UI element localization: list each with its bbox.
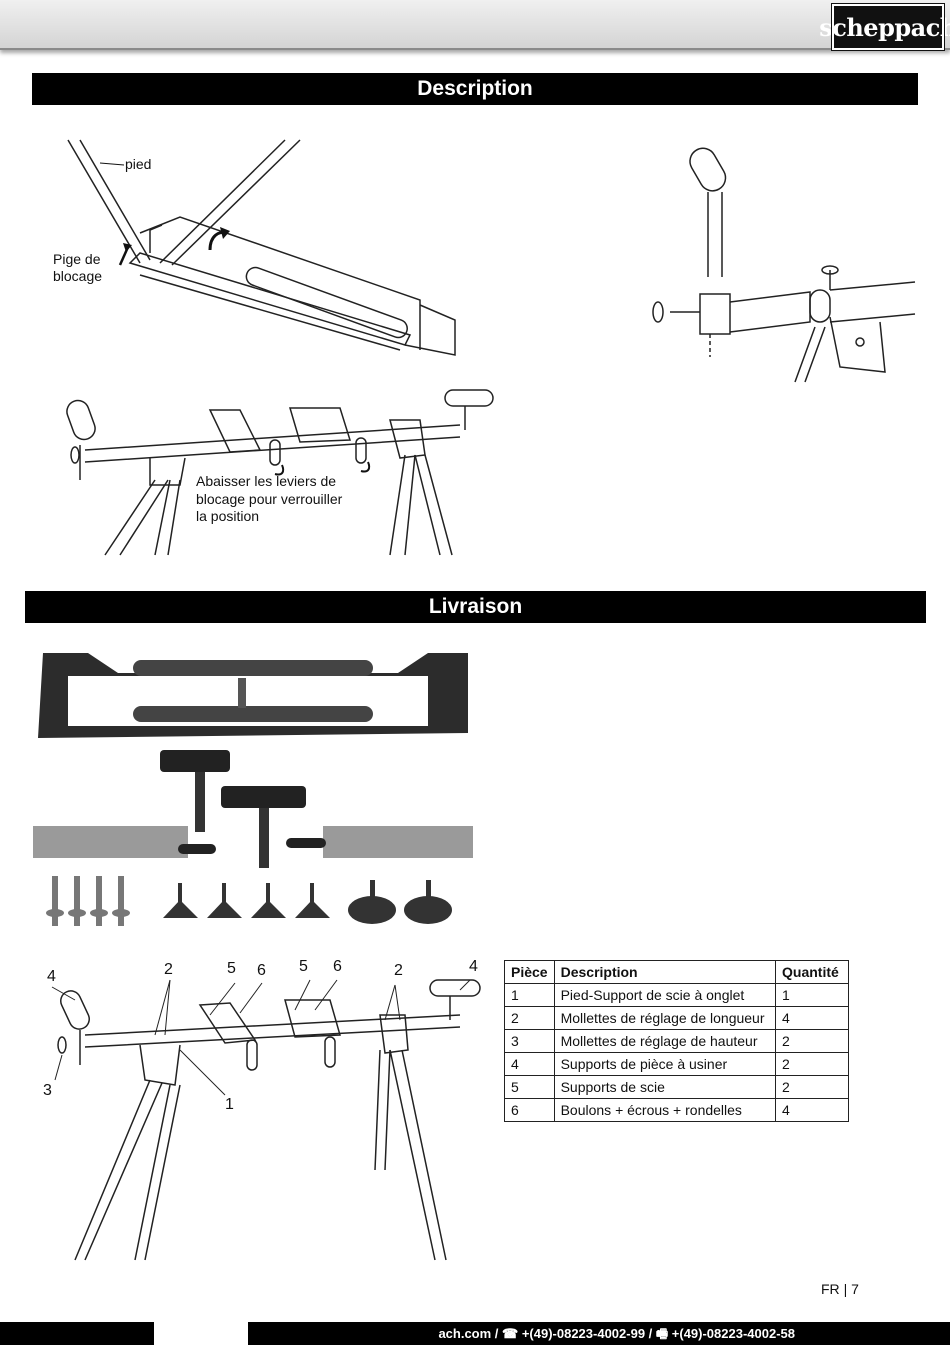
brand-logo: scheppach [819, 3, 950, 51]
label-lower-2: blocage pour verrouiller [196, 491, 343, 507]
livraison-title: Livraison [25, 591, 926, 623]
callout-6-right: 6 [333, 958, 342, 975]
header-bar [0, 0, 950, 50]
label-lower-3: la position [196, 508, 260, 524]
parts-photo [33, 653, 473, 926]
assembled-stand-diagram [51, 979, 481, 1261]
cell-piece: 5 [504, 1075, 555, 1099]
cell-description: Pied-Support de scie à onglet [553, 983, 777, 1007]
callout-5-left: 5 [227, 960, 236, 977]
table-row: 3 Mollettes de réglage de hauteur 2 [504, 1029, 849, 1053]
callout-3: 3 [43, 1082, 52, 1099]
table-header-row: Pièce Description Quantité [504, 960, 849, 984]
page-separator: | [843, 1281, 848, 1297]
callout-2-right: 2 [394, 962, 403, 979]
cell-quantite: 4 [775, 1006, 849, 1030]
cell-quantite: 1 [775, 983, 849, 1007]
cell-piece: 2 [504, 1006, 555, 1030]
description-title: Description [32, 73, 918, 105]
callout-4-left: 4 [47, 968, 56, 985]
cell-piece: 4 [504, 1052, 555, 1076]
cell-description: Supports de scie [553, 1075, 777, 1099]
page-num: 7 [851, 1281, 859, 1297]
table-row: 6 Boulons + écrous + rondelles 4 [504, 1098, 849, 1122]
cell-quantite: 2 [775, 1075, 849, 1099]
page-lang: FR [821, 1281, 840, 1297]
parts-table: Pièce Description Quantité 1 Pied-Suppor… [504, 960, 849, 1122]
col-quantite: Quantité [775, 960, 849, 984]
label-pige-de: Pige de [53, 251, 101, 267]
col-piece: Pièce [504, 960, 555, 984]
cell-quantite: 2 [775, 1052, 849, 1076]
callout-2-left: 2 [164, 961, 173, 978]
callout-6-left: 6 [257, 962, 266, 979]
table-row: 4 Supports de pièce à usiner 2 [504, 1052, 849, 1076]
cell-piece: 6 [504, 1098, 555, 1122]
cell-description: Mollettes de réglage de longueur [553, 1006, 777, 1030]
callout-1: 1 [225, 1096, 234, 1113]
leg-locking-pin-diagram [67, 139, 456, 356]
callout-4-right: 4 [469, 958, 478, 975]
workpiece-support-diagram [652, 147, 916, 383]
footer-contact: ach.com / ☎ +(49)-08223-4002-99 / 🖷 +(49… [438, 1326, 795, 1341]
col-description: Description [553, 960, 777, 984]
cell-quantite: 4 [775, 1098, 849, 1122]
label-lower-1: Abaisser les leviers de [196, 473, 337, 489]
footer-gap [154, 1322, 248, 1345]
cell-quantite: 2 [775, 1029, 849, 1053]
cell-description: Boulons + écrous + rondelles [553, 1098, 777, 1122]
table-row: 2 Mollettes de réglage de longueur 4 [504, 1006, 849, 1030]
callout-5-right: 5 [299, 958, 308, 975]
cell-piece: 1 [504, 983, 555, 1007]
cell-piece: 3 [504, 1029, 555, 1053]
page-number: FR | 7 [821, 1281, 859, 1297]
table-row: 5 Supports de scie 2 [504, 1075, 849, 1099]
cell-description: Supports de pièce à usiner [553, 1052, 777, 1076]
label-blocage: blocage [53, 268, 103, 284]
table-row: 1 Pied-Support de scie à onglet 1 [504, 983, 849, 1007]
cell-description: Mollettes de réglage de hauteur [553, 1029, 777, 1053]
label-pied: pied [125, 156, 152, 172]
stand-levers-diagram [66, 389, 494, 556]
